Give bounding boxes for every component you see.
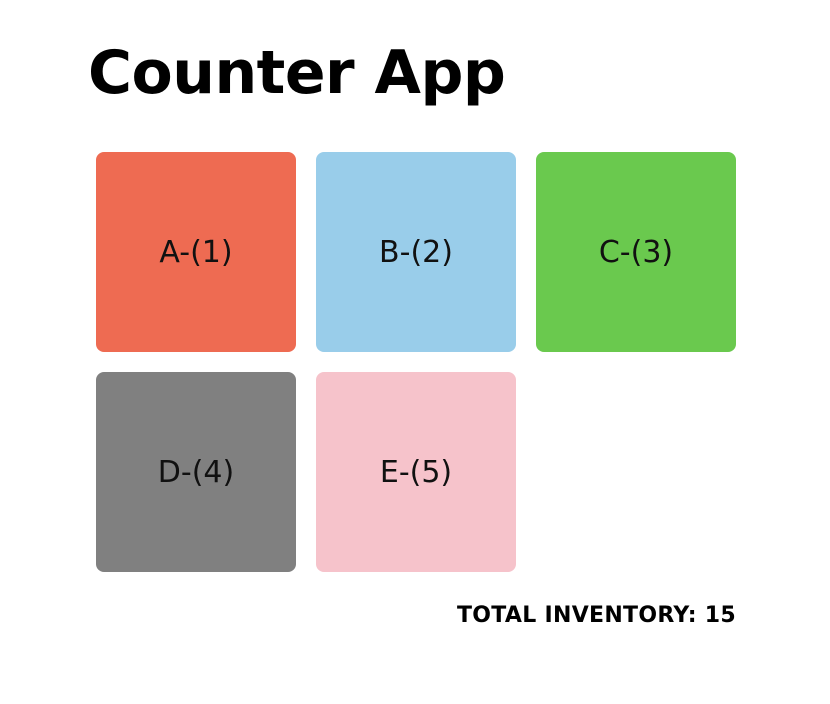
counter-label: B-(2) xyxy=(379,234,453,270)
counter-tile-e[interactable]: E-(5) xyxy=(316,372,516,572)
counter-grid: A-(1) B-(2) C-(3) D-(4) E-(5) xyxy=(96,152,736,572)
counter-tile-b[interactable]: B-(2) xyxy=(316,152,516,352)
counter-label: A-(1) xyxy=(159,234,233,270)
counter-tile-d[interactable]: D-(4) xyxy=(96,372,296,572)
counter-label: E-(5) xyxy=(379,454,453,490)
total-inventory: TOTAL INVENTORY: 15 xyxy=(456,603,736,628)
counter-tile-c[interactable]: C-(3) xyxy=(536,152,736,352)
counter-label: D-(4) xyxy=(157,454,235,490)
page-title: Counter App xyxy=(88,38,506,108)
counter-label: C-(3) xyxy=(598,234,674,270)
counter-tile-a[interactable]: A-(1) xyxy=(96,152,296,352)
